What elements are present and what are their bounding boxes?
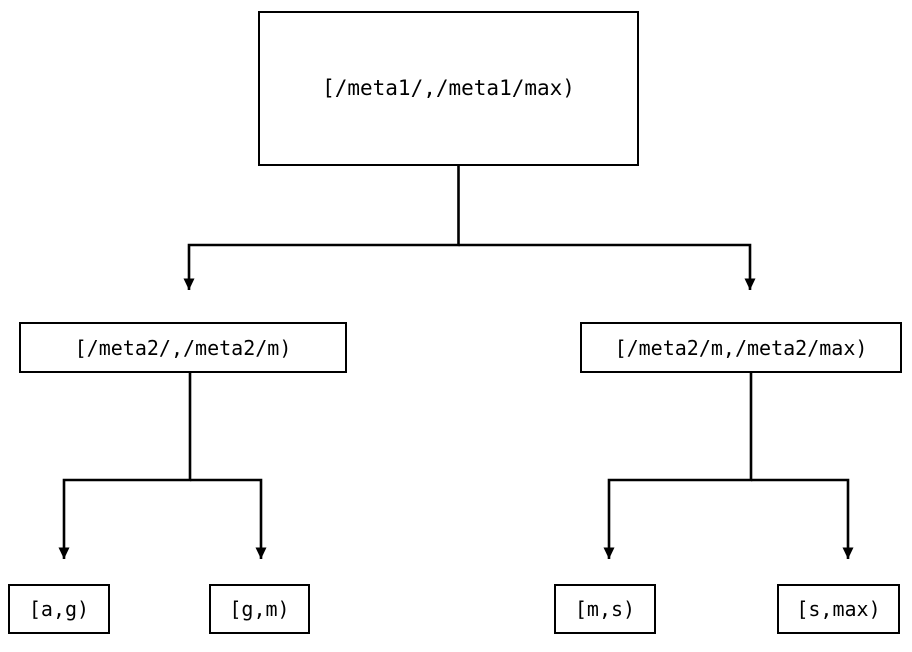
node-mid-left-label: [/meta2/,/meta2/m) [74, 335, 292, 360]
edge-mid-right-to-leaf-smax [751, 478, 854, 559]
node-leaf-a-g-label: [a,g) [28, 597, 90, 621]
node-leaf-s-max-label: [s,max) [796, 597, 881, 621]
node-leaf-g-m-label: [g,m) [229, 597, 290, 621]
edge-mid-left-to-leaf-gm [190, 478, 267, 559]
edge-mid-right-to-leaf-ms [603, 373, 753, 559]
node-leaf-m-s[interactable]: [m,s) [554, 584, 656, 634]
node-mid-right[interactable]: [/meta2/m,/meta2/max) [580, 322, 902, 373]
node-root[interactable]: [/meta1/,/meta1/max) [258, 11, 639, 166]
node-leaf-a-g[interactable]: [a,g) [8, 584, 110, 634]
node-mid-left[interactable]: [/meta2/,/meta2/m) [19, 322, 347, 373]
edge-mid-left-to-leaf-ag [58, 373, 192, 559]
node-root-label: [/meta1/,/meta1/max) [322, 76, 575, 100]
edge-root-to-mid-left [183, 166, 460, 290]
node-mid-right-label: [/meta2/m,/meta2/max) [614, 335, 868, 360]
node-leaf-m-s-label: [m,s) [574, 597, 636, 621]
node-leaf-s-max[interactable]: [s,max) [777, 584, 900, 634]
edge-root-to-mid-right [458, 243, 756, 290]
node-leaf-g-m[interactable]: [g,m) [209, 584, 310, 634]
